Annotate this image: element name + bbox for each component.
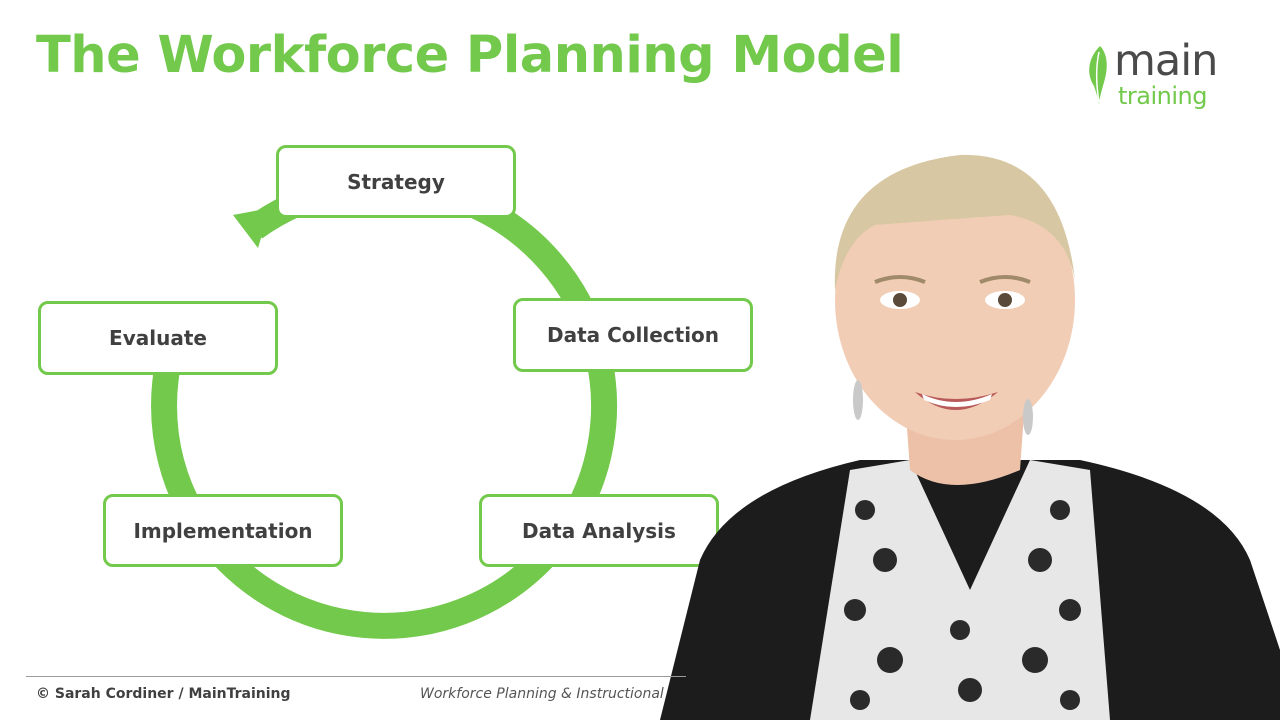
stage-strategy: Strategy [276,145,516,218]
slide-title: The Workforce Planning Model [36,26,904,85]
leaf-icon [1089,46,1107,104]
cycle-arrowhead [233,208,270,248]
stage-label: Data Analysis [522,518,676,543]
stage-label: Strategy [347,169,445,194]
logo-word-training: training [1118,82,1207,110]
stage-label: Evaluate [109,326,207,350]
stage-implementation: Implementation [103,494,343,567]
footer-divider [26,676,686,677]
presenter-figure [660,154,1280,720]
footer-credit: © Sarah Cordiner / MainTraining [36,686,291,702]
stage-label: Data Collection [546,323,720,347]
stage-label: Implementation [133,518,313,543]
main-training-logo: main training [1086,36,1256,120]
stage-evaluate: Evaluate [38,301,278,375]
logo-word-main: main [1114,36,1218,86]
stage-data-analysis: Data Analysis [479,494,719,567]
stage-data-collection: Data Collection [513,298,753,372]
footer-course-title: Workforce Planning & Instructional [420,686,664,702]
